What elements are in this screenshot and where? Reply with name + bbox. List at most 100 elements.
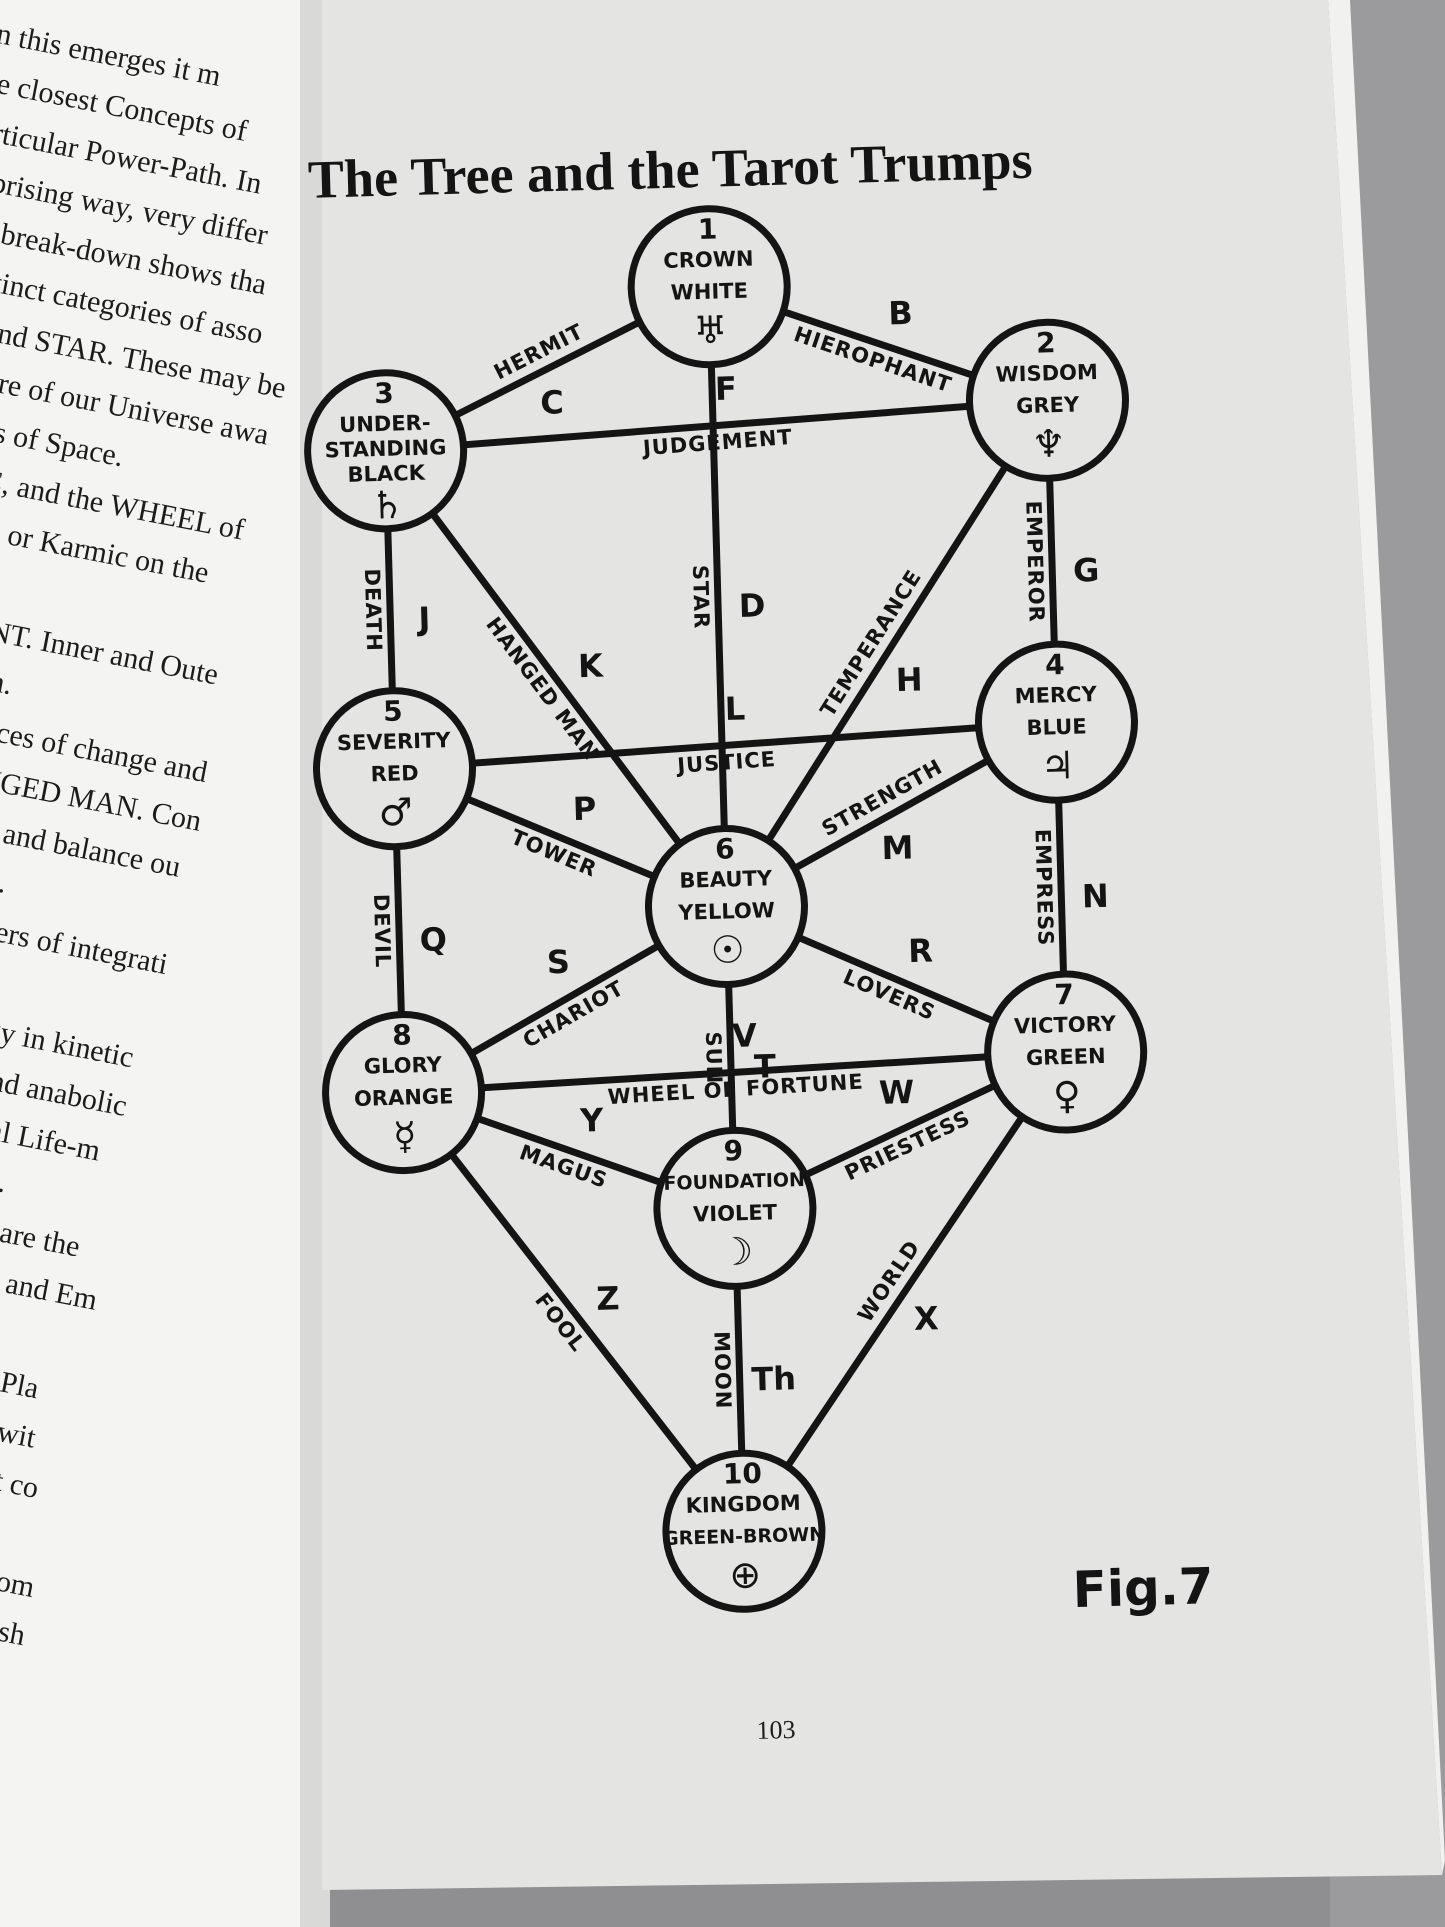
sphere-number: 5 — [383, 694, 403, 728]
path-line — [741, 1050, 1069, 1534]
sphere-name-line: FOUNDATION — [663, 1169, 805, 1195]
saturn-icon: ♄ — [370, 483, 405, 528]
left-page-line: ary adjustment. — [0, 832, 10, 900]
path-line — [705, 286, 730, 907]
mercury-icon: ☿ — [392, 1114, 417, 1159]
sphere-name-line: VIOLET — [693, 1200, 778, 1226]
sun-icon: ☉ — [710, 927, 745, 972]
path-line — [382, 448, 730, 909]
path-letter: Q — [419, 920, 447, 959]
earth-icon: ⊕ — [729, 1552, 762, 1597]
path-trump-label: MOON — [709, 1331, 735, 1410]
sphere-number: 6 — [715, 832, 735, 866]
path-letter: X — [913, 1299, 939, 1338]
path-line — [394, 718, 1057, 773]
sphere-name-line: MERCY — [1014, 682, 1097, 708]
right-page — [322, 0, 1445, 1890]
sphere-name-line: VICTORY — [1014, 1012, 1117, 1039]
sphere-name-line: UNDER- — [339, 411, 431, 438]
path-trump-label: EMPRESS — [1030, 829, 1057, 947]
figure-label: Fig.7 — [1072, 1557, 1214, 1619]
moon-icon: ☽ — [718, 1229, 753, 1274]
sphere-name-line: BLACK — [347, 461, 426, 487]
sphere-name-line: YELLOW — [677, 898, 775, 925]
left-page-sheet — [0, 0, 322, 1927]
sphere-number: 3 — [374, 377, 394, 411]
path-trump-label: DEATH — [360, 568, 386, 652]
sphere-name-line: STANDING — [324, 435, 446, 462]
sphere-name-line: BLUE — [1026, 714, 1087, 740]
neptune-icon: ♆ — [1031, 421, 1066, 466]
path-letter: R — [908, 931, 934, 970]
path-letter: M — [881, 828, 914, 867]
sphere-circle — [627, 205, 791, 369]
path-letter: B — [888, 294, 913, 333]
sphere-circle — [662, 1449, 826, 1613]
sphere-name-line: ORANGE — [354, 1084, 454, 1111]
path-letter: Z — [596, 1279, 620, 1318]
path-trump-label: DEVIL — [369, 894, 395, 969]
path-letter: T — [754, 1047, 777, 1086]
path-star: STAR D — [688, 286, 766, 907]
path-letter: C — [540, 383, 565, 422]
path-letter: J — [416, 600, 431, 638]
sphere-number: 7 — [1054, 978, 1074, 1012]
sphere-circle — [653, 1126, 817, 1290]
sphere-name-line: GREEN-BROWN — [663, 1523, 826, 1550]
sphere-name-line: WISDOM — [995, 360, 1098, 387]
right-page-sheet — [322, 0, 1442, 1890]
sphere-circle — [984, 970, 1148, 1134]
sphere-number: 4 — [1045, 648, 1065, 682]
sphere-circle — [974, 640, 1138, 804]
jupiter-icon: ♃ — [1040, 743, 1075, 788]
spheres-layer: 1CROWNWHITE♅2WISDOMGREY♆3UNDER-STANDINGB… — [304, 205, 1148, 1613]
path-trump-label: EMPEROR — [1021, 500, 1048, 623]
sphere-circle — [322, 1011, 486, 1175]
sphere-name-line: GREEN — [1026, 1044, 1106, 1070]
sphere-name-line: GREY — [1016, 392, 1080, 418]
page-number: 103 — [756, 1715, 796, 1745]
sphere-circle — [304, 369, 468, 533]
sphere-name-line: CROWN — [663, 246, 754, 273]
path-trump-label: STAR — [688, 565, 714, 630]
path-letter: F — [714, 369, 737, 408]
sphere-number: 8 — [392, 1018, 412, 1052]
path-letter: K — [577, 647, 604, 686]
path-line — [400, 1090, 747, 1534]
sphere-name-line: WHITE — [670, 279, 748, 305]
right-page-edge — [1328, 0, 1445, 1875]
path-letter: D — [738, 586, 766, 625]
path-letter: S — [546, 943, 570, 982]
sphere-circle — [313, 687, 477, 851]
sphere-number: 2 — [1036, 326, 1056, 360]
path-letter: N — [1081, 877, 1109, 916]
sphere-name-line: GLORY — [364, 1052, 443, 1078]
path-letter: V — [732, 1016, 758, 1055]
path-letter: H — [895, 660, 923, 699]
venus-icon: ♀ — [1052, 1073, 1081, 1118]
path-letter: Y — [579, 1101, 605, 1140]
sphere-number: 1 — [697, 212, 717, 246]
sphere-number: 10 — [722, 1457, 762, 1491]
sphere-circle — [644, 824, 808, 988]
mars-icon: ♂ — [378, 790, 413, 835]
path-letter: G — [1073, 551, 1100, 590]
sphere-name-line: SEVERITY — [337, 728, 452, 755]
sphere-number: 9 — [723, 1134, 743, 1168]
sphere-circle — [965, 318, 1129, 482]
uranus-icon: ♅ — [693, 308, 728, 353]
path-trump-label: SUN — [701, 1031, 726, 1084]
path-letter: L — [724, 689, 745, 728]
path-line — [723, 398, 1051, 909]
